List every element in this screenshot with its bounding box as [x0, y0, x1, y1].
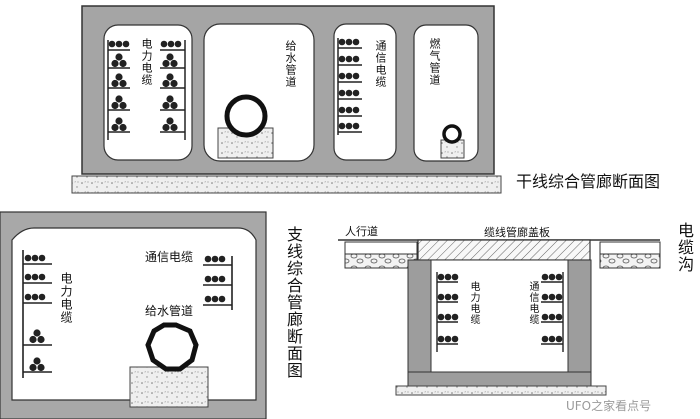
- trench-caption: 电缆沟: [675, 222, 694, 273]
- trench-sidewalk-right: [599, 241, 661, 255]
- trunk-telecom-label: 通信电缆: [374, 40, 387, 88]
- branch-water-pipe-support: [129, 366, 209, 408]
- trunk-water-label: 给水管道: [284, 40, 297, 88]
- trench-cover-label: 缆线管廊盖板: [484, 226, 550, 239]
- trench-sidewalk-left: [344, 241, 418, 255]
- trench-cover-plate: [417, 239, 591, 261]
- branch-telecom-label: 通信电缆: [145, 250, 194, 264]
- trench-power-racks: [436, 272, 459, 352]
- branch-power-racks: [22, 250, 52, 378]
- trunk-power-label: 电力电缆: [140, 38, 153, 86]
- trunk-caption: 干线综合管廊断面图: [516, 172, 661, 191]
- trench-sidewalk-label: 人行道: [345, 225, 378, 238]
- trunk-power-racks: [107, 40, 186, 140]
- trunk-foundation: [71, 175, 502, 194]
- trunk-gas-chamber: [413, 24, 479, 162]
- trunk-gas-label: 燃气管道: [428, 38, 441, 86]
- trench-floor: [407, 371, 592, 387]
- branch-water-label: 给水管道: [145, 304, 194, 318]
- trench-right-wall: [567, 259, 592, 385]
- branch-water-pipe: [145, 322, 199, 372]
- trunk-telecom-racks: [337, 38, 362, 135]
- branch-caption: 支线综合管廊断面图: [284, 226, 303, 379]
- trunk-water-pipe: [224, 94, 268, 138]
- trunk-gas-pipe: [442, 124, 462, 144]
- trench-left-wall: [407, 259, 432, 385]
- trench-power-label: 电力电缆: [468, 281, 479, 325]
- trench-foundation: [395, 385, 607, 396]
- branch-telecom-racks: [203, 255, 233, 310]
- watermark: UFO之家看点号: [566, 399, 652, 413]
- branch-power-label: 电力电缆: [59, 272, 73, 324]
- trench-telecom-racks: [541, 272, 564, 352]
- trench-telecom-label: 通信电缆: [527, 281, 538, 325]
